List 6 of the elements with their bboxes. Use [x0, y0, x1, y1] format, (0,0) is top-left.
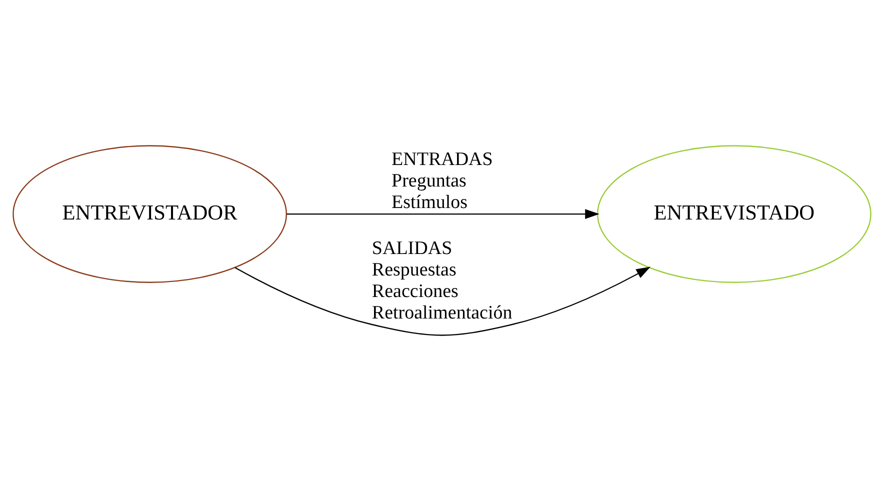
node-ellipse: ENTREVISTADO [597, 145, 872, 283]
edge-label: SALIDAS Respuestas Reacciones Retroalimentación [372, 238, 512, 324]
arrow [286, 209, 600, 220]
edge-label: ENTRADAS Preguntas Estímulos [392, 149, 493, 213]
arrow [234, 266, 651, 336]
node-ellipse: ENTREVISTADOR [12, 145, 287, 283]
